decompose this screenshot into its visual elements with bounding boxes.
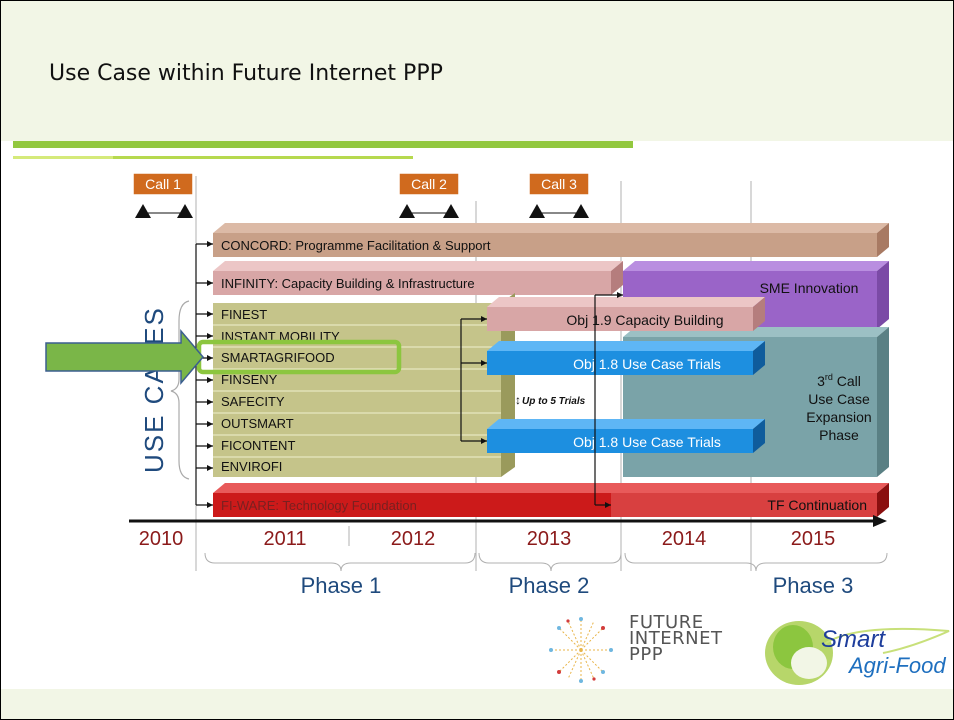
triangle-marker xyxy=(177,204,193,218)
year-labels: 2010 2011 2012 2013 2014 2015 xyxy=(139,528,836,550)
concord-label: CONCORD: Programme Facilitation & Suppor… xyxy=(221,238,491,253)
tf-continuation-label: TF Continuation xyxy=(767,497,867,513)
call-2: Call 2 xyxy=(398,172,460,218)
use-case-finseny: FINSENY xyxy=(221,372,278,387)
accent-rule-thin xyxy=(13,156,413,159)
phase-braces xyxy=(204,552,888,572)
use-case-safecity: SAFECITY xyxy=(221,394,285,409)
year-2011: 2011 xyxy=(263,528,306,550)
obj-1-8-upper-bar: Obj 1.8 Use Case Trials xyxy=(487,341,765,375)
third-call-line2: Use Case xyxy=(808,391,870,407)
year-2010: 2010 xyxy=(139,528,184,550)
logo-line-internet: INTERNET xyxy=(629,628,723,649)
logo-smart-text: Smart xyxy=(821,626,886,653)
future-internet-ppp-wordmark: FUTURE INTERNET PPP xyxy=(629,612,723,665)
phase-1-label: Phase 1 xyxy=(301,573,382,598)
timeline-arrowhead xyxy=(873,515,887,527)
triangle-marker xyxy=(573,204,589,218)
trials-note-label: Up to 5 Trials xyxy=(522,396,586,407)
connector-lines xyxy=(195,243,623,506)
smart-agri-food-logo: Smart Agri-Food xyxy=(765,621,950,685)
use-case-smartagrifood: SMARTAGRIFOOD xyxy=(221,350,335,365)
concord-bar: CONCORD: Programme Facilitation & Suppor… xyxy=(213,223,889,257)
infinity-label: INFINITY: Capacity Building & Infrastruc… xyxy=(221,276,475,291)
obj-1-9-bar: Obj 1.9 Capacity Building xyxy=(487,297,765,331)
third-call-line1: 3rd Call xyxy=(817,372,861,389)
use-case-outsmart: OUTSMART xyxy=(221,416,294,431)
phase-3-label: Phase 3 xyxy=(773,573,854,598)
triangle-marker xyxy=(399,204,415,218)
footer-band xyxy=(1,689,953,719)
use-cases-brace xyxy=(170,300,190,480)
phase-labels: Phase 1 Phase 2 Phase 3 xyxy=(301,573,854,598)
fiware-label: FI-WARE: Technology Foundation xyxy=(221,498,417,513)
use-cases-side-label: USE CASES xyxy=(139,306,169,473)
call-3: Call 3 xyxy=(528,172,590,218)
call-1: Call 1 xyxy=(132,172,194,218)
obj-1-8-upper-label: Obj 1.8 Use Case Trials xyxy=(573,356,721,372)
use-case-block: FINEST INSTANT MOBILITY SMARTAGRIFOOD FI… xyxy=(213,293,515,477)
updown-arrow-icon: ↕ xyxy=(515,393,521,407)
logo-agrifood-text: Agri-Food xyxy=(847,653,946,678)
year-2014: 2014 xyxy=(662,528,707,550)
use-case-envirofi: ENVIROFI xyxy=(221,459,282,474)
third-call-line4: Phase xyxy=(819,427,859,443)
logo-line-ppp: PPP xyxy=(629,644,664,665)
year-2012: 2012 xyxy=(391,528,436,550)
fi-ppp-timeline-diagram: Call 1 Call 2 Call 3 CONCORD: Programme … xyxy=(45,172,889,598)
call-1-label: Call 1 xyxy=(145,176,181,192)
slide-title: Use Case within Future Internet PPP xyxy=(49,61,443,86)
trials-note: Up to 5 Trials ↕ xyxy=(515,393,586,407)
accent-rule-highlight xyxy=(13,156,113,159)
accent-rule xyxy=(13,141,633,148)
infinity-bar: INFINITY: Capacity Building & Infrastruc… xyxy=(213,261,623,295)
future-internet-ppp-logo xyxy=(549,617,613,683)
connector-arrowheads xyxy=(207,241,623,508)
obj-1-8-lower-bar: Obj 1.8 Use Case Trials xyxy=(487,419,765,453)
triangle-marker xyxy=(443,204,459,218)
obj-1-8-lower-label: Obj 1.8 Use Case Trials xyxy=(573,434,721,450)
title-area: Use Case within Future Internet PPP xyxy=(1,1,953,141)
call-2-label: Call 2 xyxy=(411,176,447,192)
phase-2-label: Phase 2 xyxy=(509,573,590,598)
obj-1-9-label: Obj 1.9 Capacity Building xyxy=(566,312,723,328)
triangle-marker xyxy=(529,204,545,218)
use-case-finest: FINEST xyxy=(221,307,267,322)
use-case-ficontent: FICONTENT xyxy=(221,438,295,453)
fiware-bar: FI-WARE: Technology Foundation TF Contin… xyxy=(213,483,889,517)
year-2013: 2013 xyxy=(527,528,572,550)
third-call-line3: Expansion xyxy=(806,409,871,425)
sme-innovation-label: SME Innovation xyxy=(760,280,859,296)
year-2015: 2015 xyxy=(791,528,836,550)
triangle-marker xyxy=(135,204,151,218)
call-3-label: Call 3 xyxy=(541,176,577,192)
logo-line-future: FUTURE xyxy=(629,612,704,633)
green-arrow-icon xyxy=(45,328,204,386)
starburst-icon xyxy=(551,619,611,681)
